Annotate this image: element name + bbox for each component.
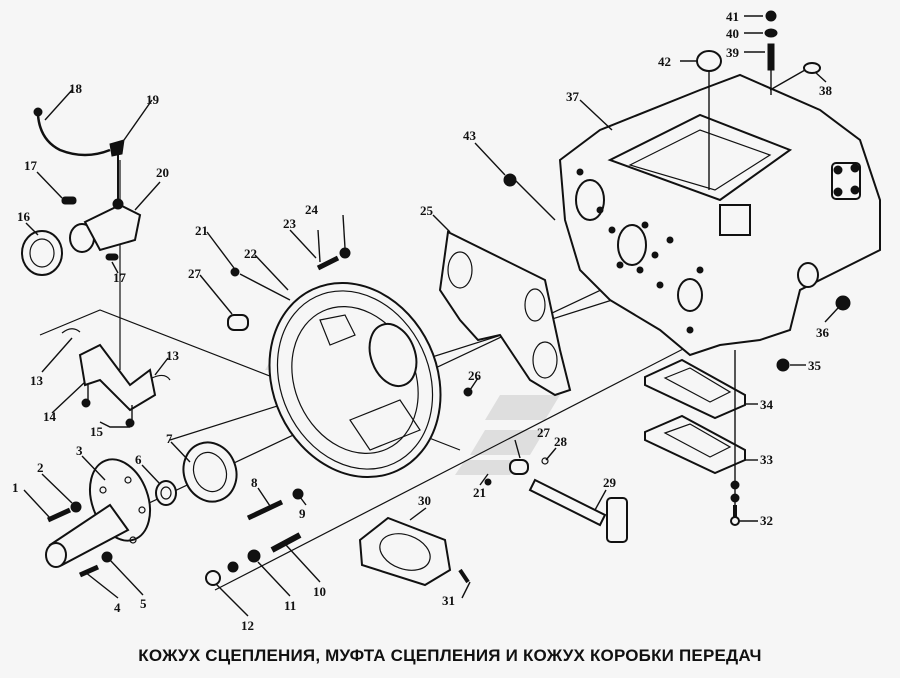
washer-24: [339, 247, 351, 259]
clutch-housing: [268, 281, 442, 479]
callout-13-left: 13: [30, 373, 44, 388]
callout-17-lower: 17: [113, 270, 127, 285]
callout-27-left: 27: [188, 266, 202, 281]
callout-28: 28: [554, 434, 568, 449]
release-bearing: [21, 198, 142, 276]
bolt-23: [316, 255, 340, 271]
spring-lower: [105, 253, 119, 261]
pin-21-bottom: [484, 478, 492, 486]
bolt-1: [46, 507, 72, 523]
callout-43: 43: [463, 128, 477, 143]
callout-1: 1: [12, 480, 19, 495]
bolt-32: [730, 516, 740, 526]
breather-38: [803, 62, 821, 74]
pin-21-top: [230, 267, 240, 277]
hose-end: [33, 107, 43, 117]
gasket-plate: [438, 230, 572, 397]
pin-28: [541, 457, 549, 465]
shaft-29: [528, 478, 607, 527]
callout-13-right: 13: [166, 348, 180, 363]
callout-11: 11: [284, 598, 296, 613]
callout-17-upper: 17: [24, 158, 38, 173]
callout-36: 36: [816, 325, 830, 340]
gearbox-housing: [558, 73, 881, 357]
grease-hose: [36, 114, 111, 157]
callout-14: 14: [43, 409, 57, 424]
callout-18: 18: [69, 81, 83, 96]
callout-6: 6: [135, 452, 142, 467]
callout-4: 4: [114, 600, 121, 615]
callout-21-top: 21: [195, 223, 208, 238]
callout-12: 12: [241, 618, 254, 633]
callout-32: 32: [760, 513, 773, 528]
stud-39: [767, 43, 775, 71]
cover-plate: [358, 516, 452, 587]
callout-30: 30: [418, 493, 431, 508]
callout-29: 29: [603, 475, 617, 490]
fitting-43: [503, 173, 517, 187]
gasket-33: [644, 414, 746, 475]
washer-9: [292, 488, 304, 500]
washer-2: [70, 501, 82, 513]
callout-19: 19: [146, 92, 160, 107]
callout-16: 16: [17, 209, 31, 224]
stud-10: [270, 532, 302, 553]
callout-7: 7: [166, 431, 173, 446]
bushing-27-right: [509, 459, 529, 475]
callout-25: 25: [420, 203, 434, 218]
cover-34: [644, 358, 746, 420]
lock-washer: [227, 561, 239, 573]
washer-40: [764, 28, 778, 38]
callout-20: 20: [156, 165, 169, 180]
callout-2: 2: [37, 460, 44, 475]
input-shaft-cover: [45, 458, 151, 568]
callout-34: 34: [760, 397, 774, 412]
callout-40: 40: [726, 26, 739, 41]
callout-38: 38: [819, 83, 833, 98]
callout-3: 3: [76, 443, 83, 458]
spring-upper: [61, 196, 77, 205]
release-fork: [61, 328, 171, 428]
lever-29: [606, 497, 628, 543]
callout-24: 24: [305, 202, 319, 217]
grease-fitting: [109, 139, 125, 157]
washer-11: [247, 549, 261, 563]
callout-9: 9: [299, 506, 306, 521]
callout-35: 35: [808, 358, 822, 373]
callout-10: 10: [313, 584, 326, 599]
exploded-parts-diagram: 1 2 3 4 5 6 7 8 9 10 11 12 13 13 14 15 1…: [12, 9, 881, 633]
callout-42: 42: [658, 54, 671, 69]
callout-22: 22: [244, 246, 257, 261]
callout-15: 15: [90, 424, 104, 439]
callout-26: 26: [468, 368, 482, 383]
callout-labels: 1 2 3 4 5 6 7 8 9 10 11 12 13 13 14 15 1…: [12, 9, 833, 633]
callout-27-right: 27: [537, 425, 551, 440]
callout-21-bottom: 21: [473, 485, 486, 500]
washer-5: [101, 551, 113, 563]
plug-42: [696, 50, 722, 72]
callout-41: 41: [726, 9, 739, 24]
callout-5: 5: [140, 596, 147, 611]
nut-35: [776, 358, 790, 372]
nut-41: [765, 10, 777, 22]
callout-8: 8: [251, 475, 258, 490]
seal-ring: [155, 480, 177, 506]
bolt-4: [78, 564, 100, 578]
bushing-27-left: [227, 314, 249, 331]
cover-gasket: [182, 441, 238, 503]
callout-33: 33: [760, 452, 774, 467]
nut-12: [205, 570, 221, 586]
callout-39: 39: [726, 45, 740, 60]
diagram-caption: КОЖУХ СЦЕПЛЕНИЯ, МУФТА СЦЕПЛЕНИЯ И КОЖУХ…: [138, 646, 762, 665]
callout-23: 23: [283, 216, 297, 231]
plug-36: [835, 295, 851, 311]
callout-31: 31: [442, 593, 455, 608]
bolt-8: [246, 499, 284, 521]
callout-37: 37: [566, 89, 580, 104]
leader-lines: [23, 15, 839, 617]
